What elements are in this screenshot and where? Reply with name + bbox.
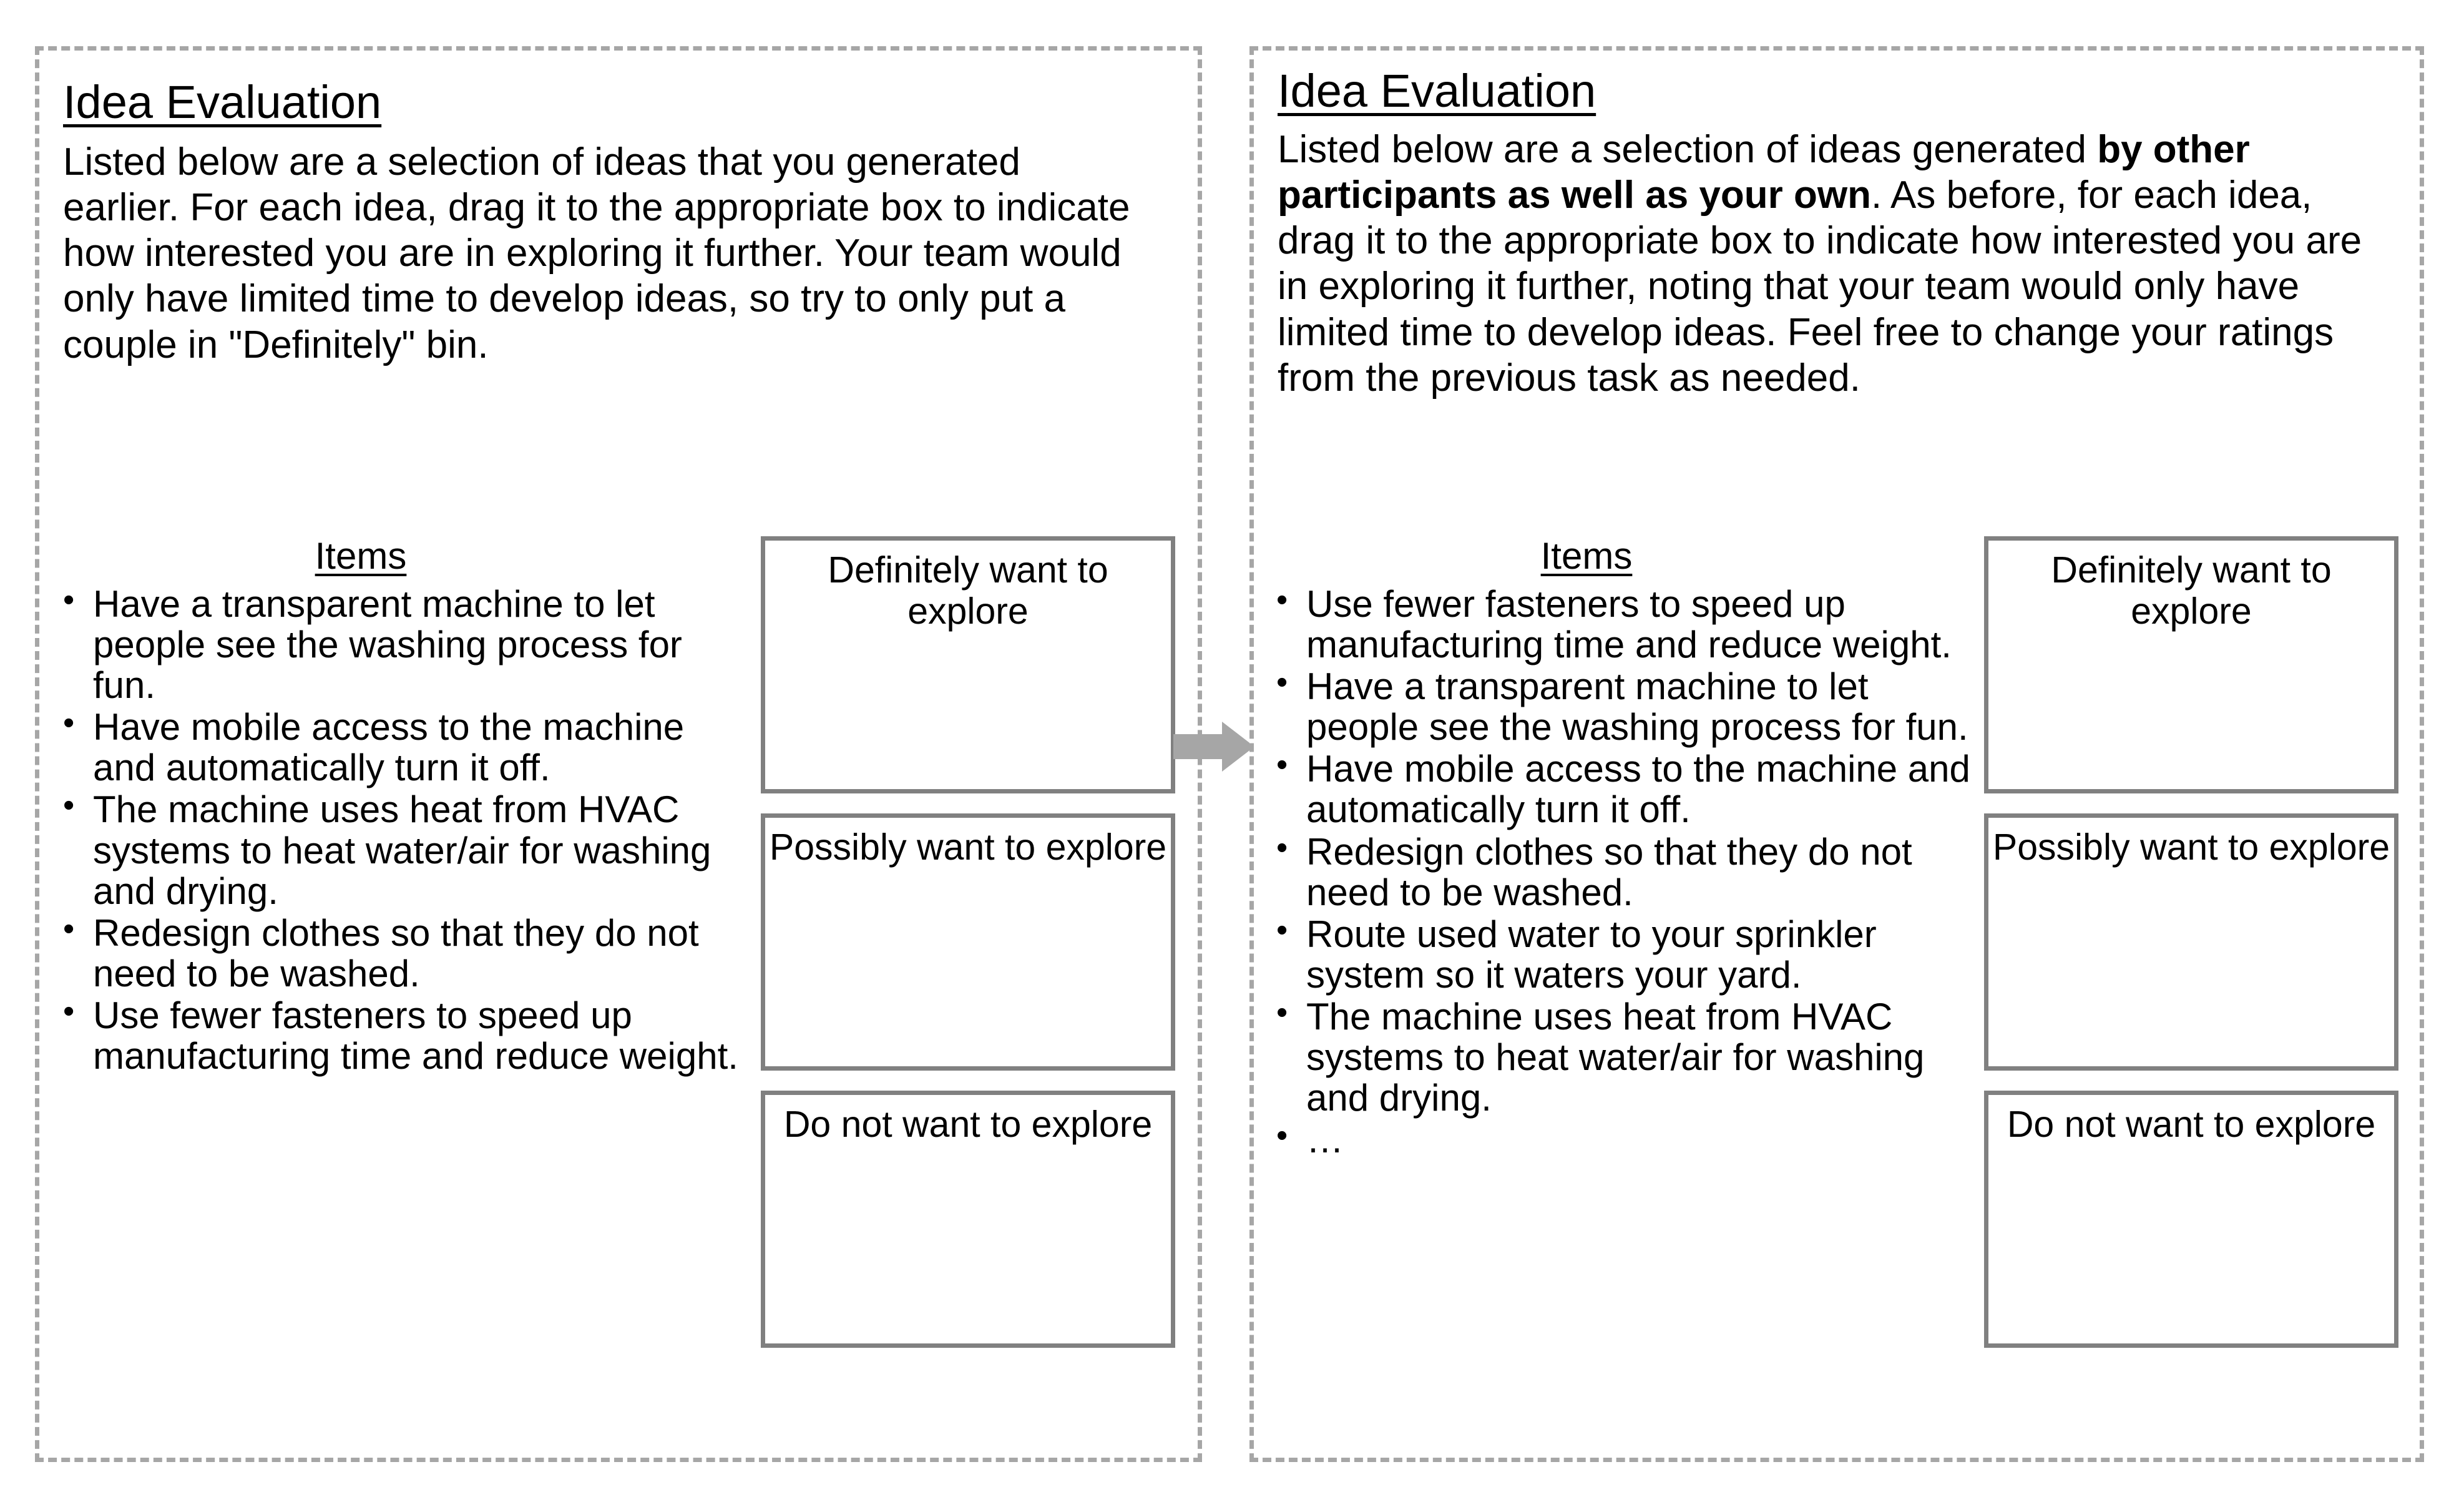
list-item[interactable]: Use fewer fasteners to speed up manufact… (52, 994, 745, 1076)
list-item[interactable]: Use fewer fasteners to speed up manufact… (1265, 582, 1983, 665)
right-idea-list: Use fewer fasteners to speed up manufact… (1265, 582, 1983, 1160)
page-title: Idea Evaluation (1278, 65, 1596, 117)
left-bins-column: Definitely want to explore Possibly want… (761, 536, 1205, 1348)
bin-possibly-want-to-explore[interactable]: Possibly want to explore (1984, 813, 2398, 1071)
list-item[interactable]: Have a transparent machine to let people… (52, 582, 745, 705)
bin-do-not-want-to-explore[interactable]: Do not want to explore (1984, 1091, 2398, 1348)
left-idea-list: Have a transparent machine to let people… (52, 582, 745, 1076)
left-task-panel: Idea Evaluation Listed below are a selec… (35, 46, 1202, 1462)
bin-possibly-want-to-explore[interactable]: Possibly want to explore (761, 813, 1175, 1071)
items-heading: Items (1540, 535, 1633, 577)
right-panel-content: Idea Evaluation Listed below are a selec… (1254, 51, 2420, 1458)
left-instructions: Listed below are a selection of ideas th… (63, 140, 1130, 366)
list-item[interactable]: Have mobile access to the machine and au… (52, 705, 745, 788)
list-item-ellipsis: … (1265, 1118, 1983, 1160)
page-title: Idea Evaluation (63, 76, 382, 128)
right-arrow-icon (1173, 722, 1254, 772)
list-item[interactable]: The machine uses heat from HVAC systems … (52, 788, 745, 911)
list-item[interactable]: Have mobile access to the machine and au… (1265, 747, 1983, 830)
right-instructions: Listed below are a selection of ideas ge… (1278, 127, 2388, 401)
items-heading: Items (315, 535, 407, 577)
bin-definitely-want-to-explore[interactable]: Definitely want to explore (761, 536, 1175, 793)
right-task-panel: Idea Evaluation Listed below are a selec… (1249, 46, 2424, 1462)
right-instructions-emphasis: by other participants as well as your ow… (1278, 128, 2250, 217)
list-item[interactable]: Route used water to your sprinkler syste… (1265, 913, 1983, 995)
left-panel-content: Idea Evaluation Listed below are a selec… (39, 51, 1198, 1458)
list-item[interactable]: Have a transparent machine to let people… (1265, 665, 1983, 747)
list-item[interactable]: The machine uses heat from HVAC systems … (1265, 995, 1983, 1118)
bin-do-not-want-to-explore[interactable]: Do not want to explore (761, 1091, 1175, 1348)
bin-definitely-want-to-explore[interactable]: Definitely want to explore (1984, 536, 2398, 793)
right-instructions-part1: Listed below are a selection of ideas ge… (1278, 128, 2098, 171)
left-items-column: Items Have a transparent machine to let … (52, 537, 745, 1077)
list-item[interactable]: Redesign clothes so that they do not nee… (52, 911, 745, 994)
right-instructions-part2: . As before, for each idea, drag it to t… (1278, 174, 2362, 400)
list-item[interactable]: Redesign clothes so that they do not nee… (1265, 830, 1983, 913)
right-bins-column: Definitely want to explore Possibly want… (1984, 536, 2428, 1348)
right-items-column: Items Use fewer fasteners to speed up ma… (1265, 537, 1983, 1161)
